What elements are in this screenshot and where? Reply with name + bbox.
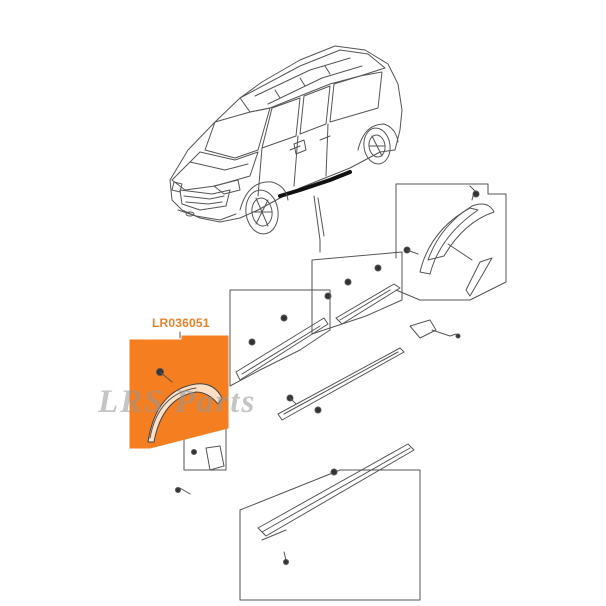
highlighted-part-LR036051[interactable] — [129, 335, 229, 449]
front-door-group — [229, 289, 331, 387]
rear-arch-group — [395, 183, 507, 301]
leader-lines — [313, 195, 325, 253]
rear-door-group — [311, 251, 403, 335]
lower-sill-group — [239, 443, 421, 601]
sill-moulding — [277, 319, 461, 421]
watermark-logo: LRS Parts — [98, 384, 257, 420]
part-number-label: LR036051 — [152, 316, 210, 330]
vehicle-illustration — [169, 45, 403, 235]
